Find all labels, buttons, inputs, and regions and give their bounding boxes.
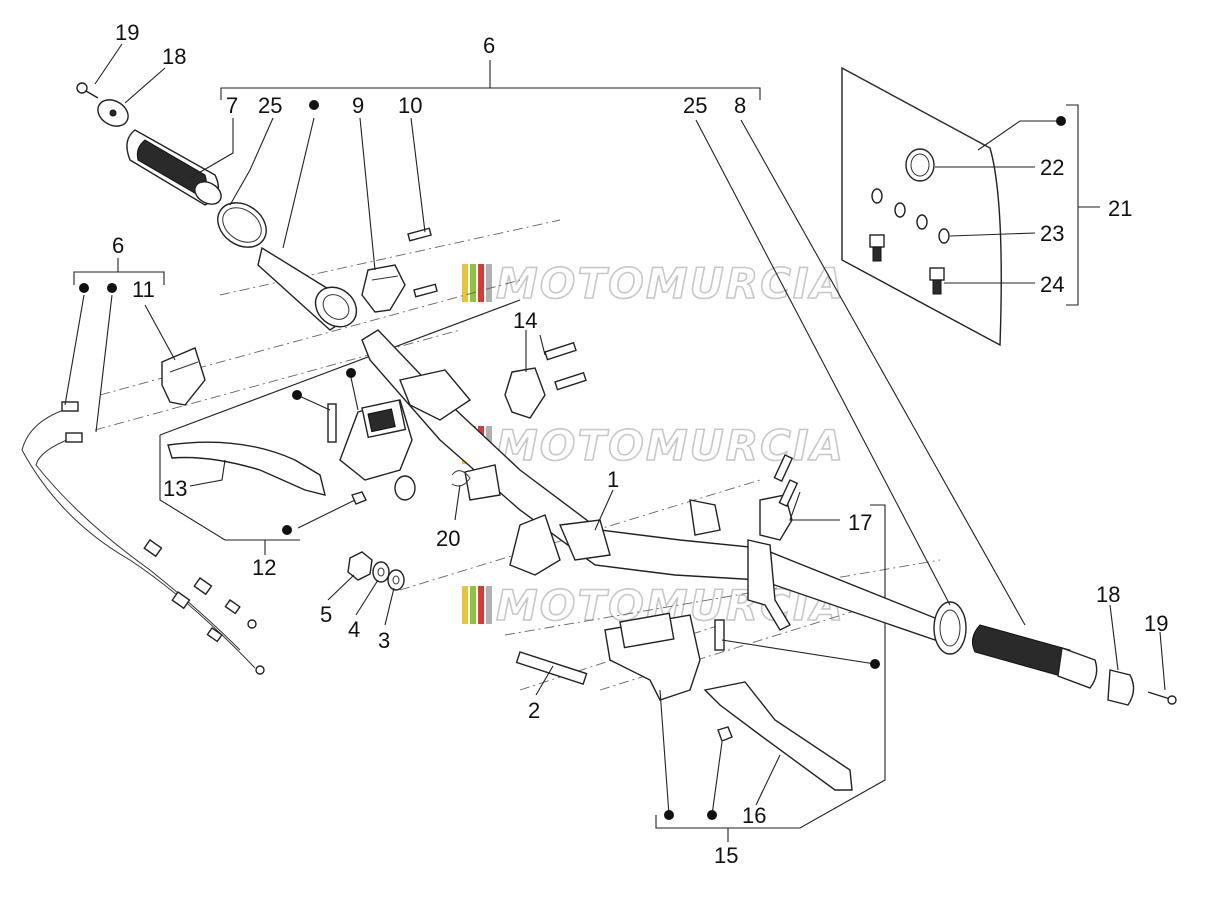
right-brake-lever (703, 681, 853, 791)
right-bar-end-weight (1107, 669, 1135, 706)
watermark-top: MOTOMURCIA (462, 258, 845, 309)
callout-8: 8 (734, 93, 746, 118)
right-master-cylinder (604, 612, 725, 701)
callout-4: 4 (348, 617, 360, 642)
callout-23: 23 (1040, 221, 1064, 246)
callout-24: 24 (1040, 272, 1064, 297)
callout-5: 5 (320, 602, 332, 627)
callout-15: 15 (714, 843, 738, 868)
callout-19-left: 19 (115, 20, 139, 45)
right-grip-ring (933, 601, 967, 655)
group-bracket-15 (655, 504, 886, 842)
callout-20: 20 (436, 526, 460, 551)
callout-13: 13 (163, 476, 187, 501)
left-bar-end-weight (97, 99, 129, 127)
left-grip-rubber (126, 129, 222, 206)
callout-6-top: 6 (483, 33, 495, 58)
callout-3: 3 (378, 628, 390, 653)
callout-2: 2 (528, 698, 540, 723)
left-mc-pin (327, 403, 337, 443)
callout-9: 9 (352, 93, 364, 118)
callout-19-right: 19 (1144, 611, 1168, 636)
group-bracket-6-top (220, 60, 761, 100)
left-grip-ring (217, 202, 267, 248)
callout-18-left: 18 (162, 44, 186, 69)
clamp-14 (504, 341, 587, 419)
callout-21: 21 (1108, 196, 1132, 221)
throttle-sleeve (257, 246, 358, 331)
washer-4 (372, 561, 390, 583)
throttle-housing-screws (407, 227, 438, 298)
callout-12: 12 (252, 555, 276, 580)
left-brake-lever (167, 441, 326, 496)
callout-17: 17 (848, 510, 872, 535)
right-grip-screw (1147, 691, 1177, 705)
callouts: 19 18 6 7 25 9 10 25 8 6 11 14 13 12 20 … (112, 20, 1168, 868)
watermark-text-middle: MOTOMURCIA (496, 421, 845, 470)
reference-dots (79, 100, 1066, 820)
callout-18-right: 18 (1096, 582, 1120, 607)
group-bracket-21 (1066, 104, 1100, 306)
callout-25-right: 25 (683, 93, 707, 118)
left-grip-screw (76, 82, 99, 99)
kit-ring-22 (905, 148, 935, 182)
clamp-17 (759, 454, 799, 541)
callout-1: 1 (607, 467, 619, 492)
cable-fittings (61, 401, 265, 675)
callout-14: 14 (513, 308, 537, 333)
callout-22: 22 (1040, 155, 1064, 180)
kit-bag-21 (841, 66, 1002, 347)
leader-lines (64, 43, 1166, 816)
callout-7: 7 (226, 93, 238, 118)
throttle-cables (21, 401, 265, 675)
kit-bleeders-24 (869, 234, 945, 295)
group-bracket-6-left (73, 258, 165, 285)
watermark-stripes-top (462, 264, 492, 302)
callout-11: 11 (132, 277, 155, 302)
watermark-stripes-bottom (462, 586, 492, 624)
switch-clamp-left (161, 347, 206, 406)
watermark-text-top: MOTOMURCIA (496, 259, 845, 308)
left-master-cylinder (339, 399, 416, 501)
callout-25-left: 25 (258, 93, 282, 118)
callout-6-left: 6 (112, 233, 124, 258)
throttle-housing-half (361, 264, 406, 313)
right-mc-nut (717, 726, 733, 742)
callout-16: 16 (742, 803, 766, 828)
washer-3 (387, 569, 405, 591)
circlip-20 (451, 470, 471, 487)
right-grip-rubber (971, 624, 1098, 689)
group-bracket-12 (159, 299, 521, 555)
kit-orings-23 (871, 188, 950, 244)
callout-10: 10 (398, 93, 422, 118)
left-mc-nut (351, 491, 367, 505)
spacer-5 (347, 551, 373, 581)
